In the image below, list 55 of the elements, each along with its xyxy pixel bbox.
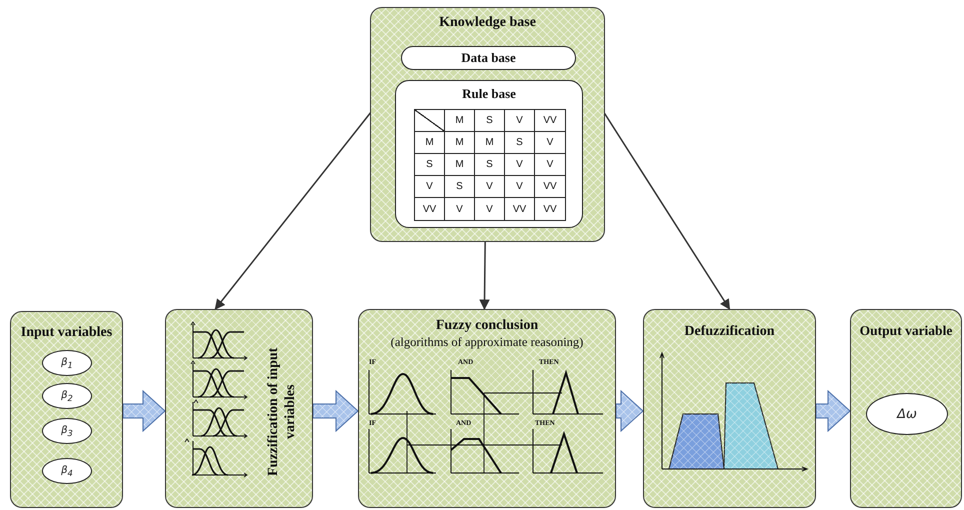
variable-symbol: β$_{4}$	[61, 464, 73, 478]
panel	[850, 309, 962, 508]
variable-symbol: β$_{2}$	[61, 390, 73, 402]
rule-table-cell: V	[505, 154, 535, 176]
rule-table-cell: S	[445, 176, 475, 198]
rule-table-cell: V	[505, 110, 535, 132]
variable-ellipse	[42, 350, 92, 376]
panel	[643, 309, 816, 508]
rule-base-box	[395, 80, 583, 228]
block-arrow	[122, 390, 166, 432]
panel	[358, 309, 616, 508]
rule-table-cell: V	[535, 154, 565, 176]
box-heading: Output variable	[858, 323, 954, 339]
rule-table-cell: VV	[505, 198, 535, 220]
box-heading: Data base	[461, 50, 516, 66]
variable-ellipse	[42, 458, 92, 484]
rule-table-cell: M	[445, 132, 475, 154]
rule-table-cell: V	[445, 198, 475, 220]
variable-ellipse	[42, 418, 92, 444]
rule-table-cell: V	[475, 176, 505, 198]
pill-box	[401, 46, 576, 70]
panel	[370, 7, 605, 242]
variable-symbol: β$_{3}$	[61, 424, 73, 438]
arrow	[479, 242, 490, 310]
box-heading: Input variables	[20, 325, 114, 342]
rule-table-cell: M	[445, 110, 475, 132]
rule-table-cell: M	[475, 132, 505, 154]
rule-table-cell: VV	[415, 198, 445, 220]
variable-ellipse	[42, 383, 92, 409]
box-subheading: (algorithms of approximate reasoning)	[390, 335, 584, 350]
panel	[10, 311, 123, 508]
rule-table-cell: M	[415, 132, 445, 154]
rule-table-cell: V	[415, 176, 445, 198]
rule-table-cell: M	[445, 154, 475, 176]
rule-table-cell: VV	[535, 176, 565, 198]
block-arrow	[816, 390, 851, 432]
rule-table-cell: VV	[535, 110, 565, 132]
box-heading: Defuzzification	[683, 324, 776, 340]
rule-table-cell: V	[535, 132, 565, 154]
box-heading: Rule base	[461, 87, 517, 102]
rule-table-cell: S	[475, 154, 505, 176]
variable-symbol: β$_{1}$	[61, 356, 73, 370]
rule-table-cell: S	[415, 154, 445, 176]
box-heading: Fuzzy conclusion	[434, 318, 540, 334]
block-arrow	[616, 390, 644, 432]
variable-ellipse	[866, 393, 948, 435]
rule-table-cell: S	[505, 132, 535, 154]
box-heading: Fuzzification of input variables	[266, 346, 299, 478]
rule-table-cell: V	[475, 198, 505, 220]
rule-table-cell: S	[475, 110, 505, 132]
block-arrow	[312, 390, 359, 432]
rule-table-cell-text: VV	[542, 202, 558, 216]
variable-symbol: Δω	[897, 406, 917, 422]
box-heading: Knowledge base	[438, 15, 537, 32]
rule-table-cell: V	[505, 176, 535, 198]
